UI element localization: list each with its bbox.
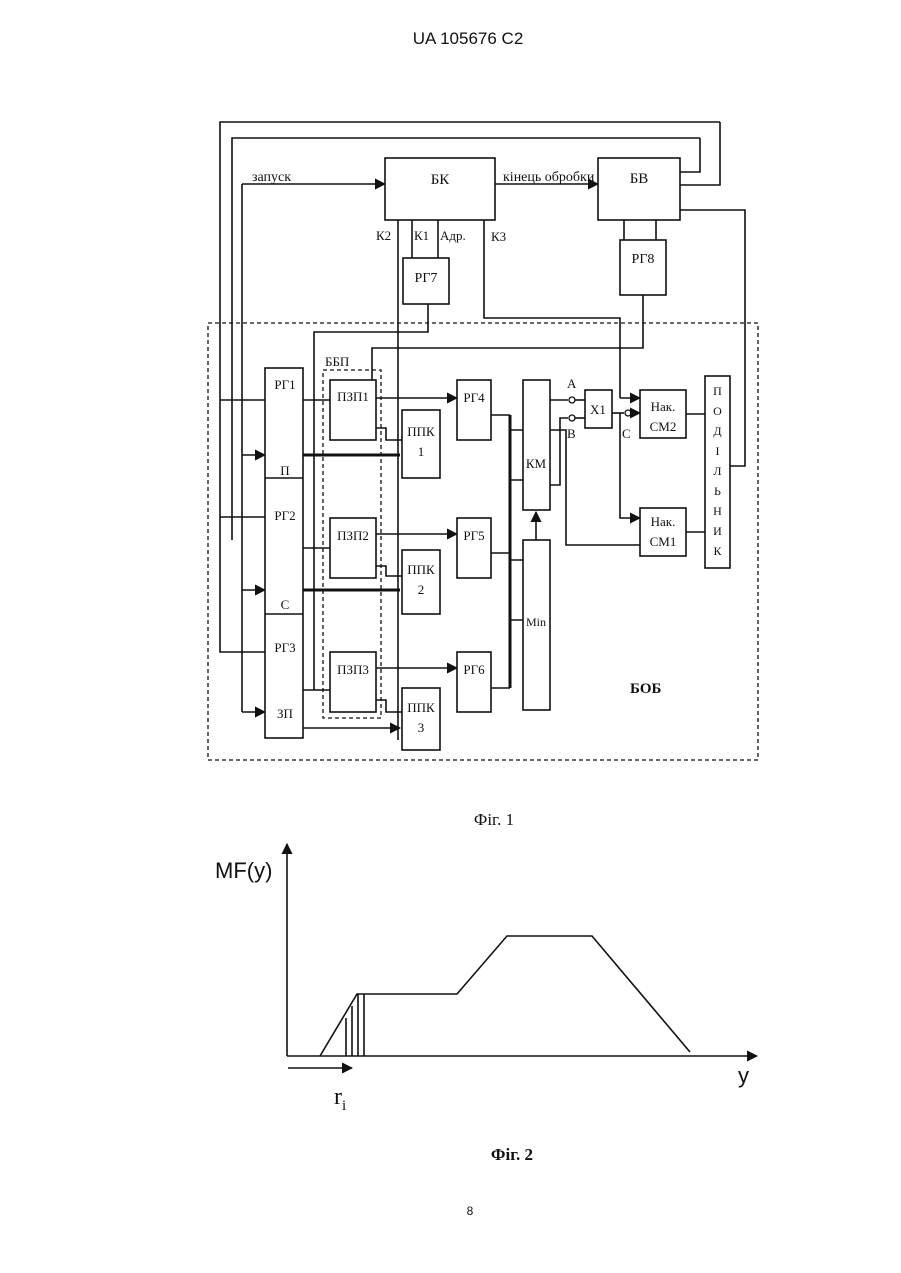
divider-letter: П bbox=[713, 384, 722, 398]
membership-curve bbox=[320, 936, 690, 1056]
block-pzp3-label: ПЗП3 bbox=[337, 662, 369, 677]
block-km-label: КМ bbox=[526, 456, 547, 471]
block-x1-label: X1 bbox=[590, 402, 606, 417]
patent-number: UA 105676 C2 bbox=[413, 29, 524, 48]
figure-1-caption: Фіг. 1 bbox=[474, 810, 514, 829]
figure-2-caption: Фіг. 2 bbox=[491, 1145, 533, 1164]
feedback-line-inner-bv bbox=[680, 138, 700, 172]
rg8-bus bbox=[372, 295, 643, 393]
block-rg2-label: РГ2 bbox=[274, 508, 295, 523]
block-rg5-label: РГ5 bbox=[463, 528, 484, 543]
bv-rg8-link bbox=[624, 220, 656, 240]
block-pzp1-label: ПЗП1 bbox=[337, 389, 369, 404]
label-c-out: С bbox=[622, 426, 631, 441]
node-c bbox=[625, 410, 631, 416]
block-km bbox=[523, 380, 550, 510]
block-sm1-sub: СМ1 bbox=[650, 534, 677, 549]
label-b: В bbox=[567, 426, 576, 441]
hatch-lines bbox=[346, 994, 364, 1056]
figure-1-block-diagram: БК запуск кінець обробки БВ РГ8 К2 К1 Ад… bbox=[208, 122, 758, 760]
label-end-processing: кінець обробки bbox=[503, 170, 595, 185]
label-p: П bbox=[280, 463, 289, 478]
block-pzp3 bbox=[330, 652, 376, 712]
block-pzp2-label: ПЗП2 bbox=[337, 528, 369, 543]
divider-letter: К bbox=[713, 544, 722, 558]
block-ppk2-label: ППК bbox=[407, 562, 435, 577]
label-zp: ЗП bbox=[277, 706, 293, 721]
block-sm2-label: Нак. bbox=[651, 399, 676, 414]
label-bob: БОБ bbox=[630, 681, 661, 697]
label-k1: К1 bbox=[414, 228, 429, 243]
block-ppk2-index: 2 bbox=[418, 582, 425, 597]
block-rg8 bbox=[620, 240, 666, 295]
label-bbp: ББП bbox=[325, 354, 349, 369]
x-axis-label: y bbox=[738, 1063, 749, 1088]
block-rg3-label: РГ3 bbox=[274, 640, 295, 655]
block-rg1-label: РГ1 bbox=[274, 377, 295, 392]
block-ppk1-index: 1 bbox=[418, 444, 425, 459]
r-label: ri bbox=[334, 1084, 346, 1114]
block-bk bbox=[385, 158, 495, 220]
label-start: запуск bbox=[252, 170, 291, 185]
block-min-label: Min bbox=[526, 615, 546, 629]
block-pzp2 bbox=[330, 518, 376, 578]
block-rg5 bbox=[457, 518, 491, 578]
block-ppk1-label: ППК bbox=[407, 424, 435, 439]
block-rg8-label: РГ8 bbox=[632, 252, 655, 267]
k3-line bbox=[484, 220, 620, 398]
divider-letter: Ь bbox=[714, 484, 721, 498]
register-column bbox=[265, 368, 303, 738]
node-b bbox=[569, 415, 575, 421]
block-ppk3-label: ППК bbox=[407, 700, 435, 715]
block-rg7-label: РГ7 bbox=[415, 271, 438, 286]
bus-taps bbox=[510, 430, 523, 620]
label-k3: К3 bbox=[491, 229, 506, 244]
block-ppk3-index: 3 bbox=[418, 720, 425, 735]
block-bk-label: БК bbox=[431, 172, 451, 188]
divider-letter: О bbox=[713, 404, 722, 418]
block-rg6 bbox=[457, 652, 491, 712]
block-ppk3 bbox=[402, 688, 440, 750]
block-bv bbox=[598, 158, 680, 220]
label-addr: Адр. bbox=[440, 228, 466, 243]
block-rg6-label: РГ6 bbox=[463, 662, 485, 677]
node-a bbox=[569, 397, 575, 403]
divider-letter: Л bbox=[713, 464, 721, 478]
block-rg4-label: РГ4 bbox=[463, 390, 485, 405]
sm-to-divider bbox=[686, 414, 705, 532]
y-axis-label: MF(y) bbox=[215, 858, 272, 883]
divider-letters: ПОДІЛЬНИК bbox=[713, 384, 722, 558]
rg-to-bus bbox=[491, 415, 510, 688]
label-a: А bbox=[567, 376, 577, 391]
figure-2-membership-function: MF(y) y ri bbox=[215, 844, 757, 1114]
km-to-sm1 bbox=[550, 430, 640, 545]
divider-letter: Н bbox=[713, 504, 722, 518]
page-number: 8 bbox=[467, 1204, 474, 1218]
label-k2: К2 bbox=[376, 228, 391, 243]
block-sm1-label: Нак. bbox=[651, 514, 676, 529]
divider-letter: Д bbox=[713, 424, 721, 438]
block-rg4 bbox=[457, 380, 491, 440]
block-sm2-sub: СМ2 bbox=[650, 419, 677, 434]
label-c: С bbox=[281, 597, 290, 612]
block-bv-label: БВ bbox=[630, 171, 649, 187]
divider-letter: І bbox=[716, 444, 720, 458]
divider-letter: И bbox=[713, 524, 722, 538]
